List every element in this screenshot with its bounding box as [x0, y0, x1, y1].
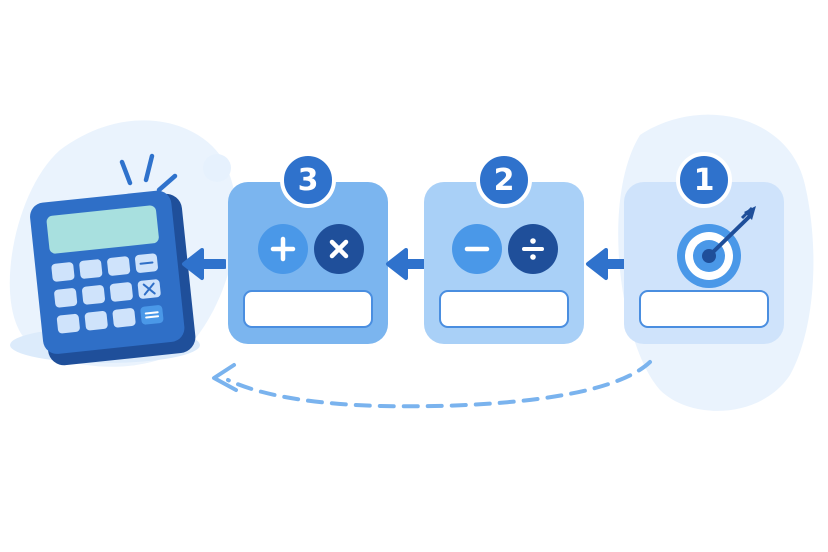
calculator-equals-key: [140, 305, 164, 325]
arrow-left-icon: [586, 248, 630, 280]
step-number-badge: 3: [280, 152, 336, 208]
calculator-screen: [46, 205, 159, 254]
plus-icon: [258, 224, 308, 274]
minus-icon: [452, 224, 502, 274]
step-card-1: 1: [624, 152, 784, 344]
target-icon: [677, 206, 756, 288]
arrow-left-icon: [386, 248, 430, 280]
step-number-badge: 2: [476, 152, 532, 208]
step-number-badge: 1: [676, 152, 732, 208]
sparkle-lines: [119, 153, 178, 193]
return-arrow-dashed: [226, 360, 652, 409]
step-input-field: [243, 290, 373, 328]
step-card-3: 3: [228, 152, 388, 344]
arrow-left-icon: [182, 248, 226, 280]
return-arrow-head: [212, 363, 238, 392]
divide-icon: [508, 224, 558, 274]
step-card-2: 2: [424, 152, 584, 344]
background-dot: [203, 154, 231, 182]
step-input-field: [439, 290, 569, 328]
step-input-field: [639, 290, 769, 328]
multiply-icon: [314, 224, 364, 274]
